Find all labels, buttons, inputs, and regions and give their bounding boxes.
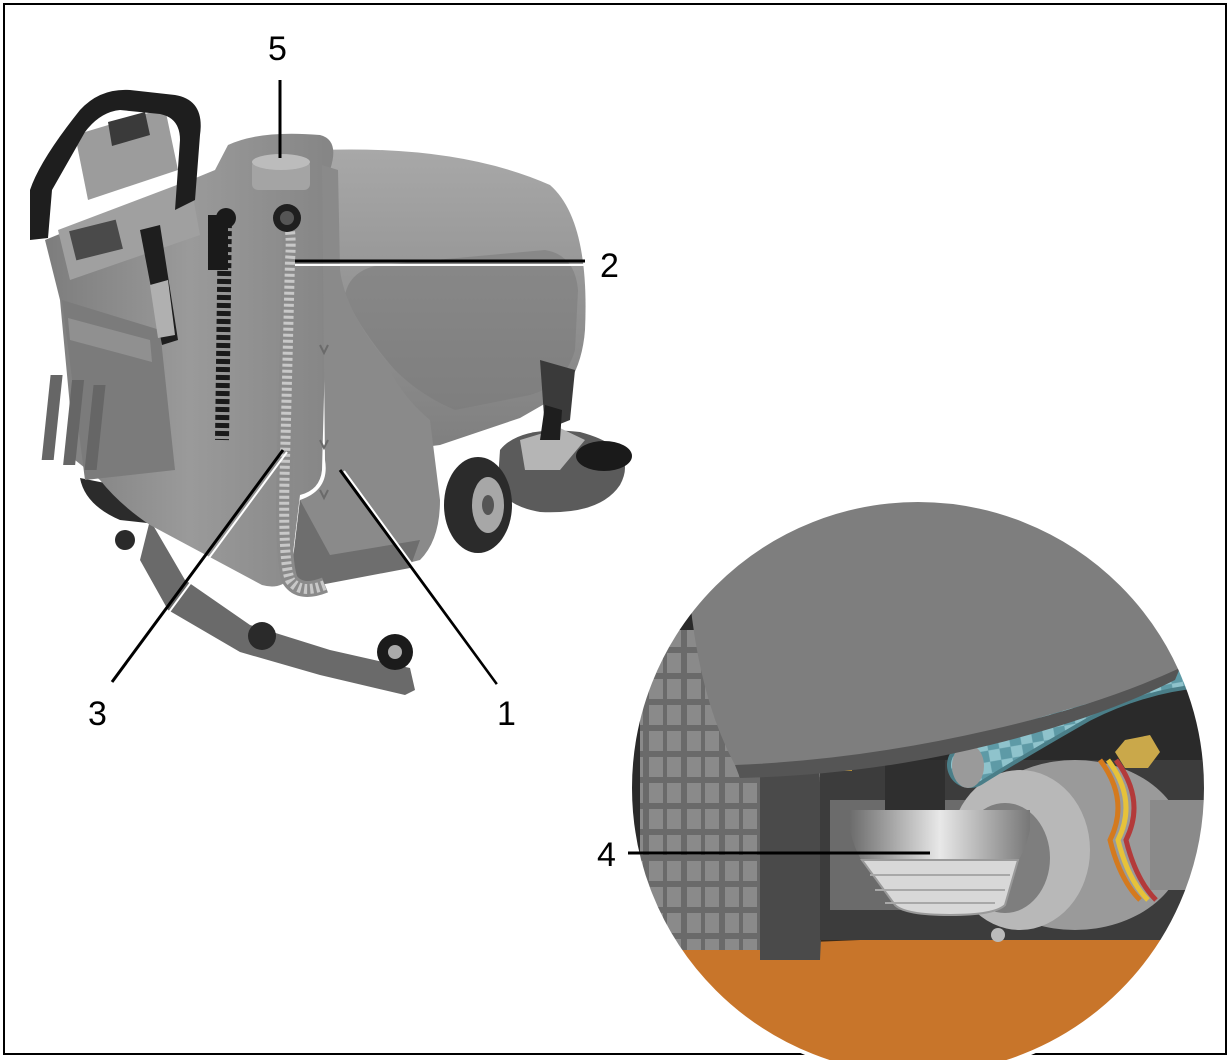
callout-4: 4 <box>597 836 616 874</box>
callout-5: 5 <box>268 30 287 68</box>
tank-underside <box>630 500 1206 770</box>
filter-sieve <box>860 859 1020 917</box>
callout-3: 3 <box>88 695 107 733</box>
callout-2: 2 <box>600 247 619 285</box>
detail-inset <box>630 500 1206 1060</box>
handle-bar <box>30 89 201 240</box>
control-panel <box>75 108 178 200</box>
scrubber-machine <box>30 89 632 695</box>
callout-1: 1 <box>497 695 516 733</box>
leader-3 <box>110 449 285 683</box>
leader-lines <box>110 80 930 855</box>
squeegee <box>140 520 415 695</box>
leader-1 <box>338 469 499 685</box>
